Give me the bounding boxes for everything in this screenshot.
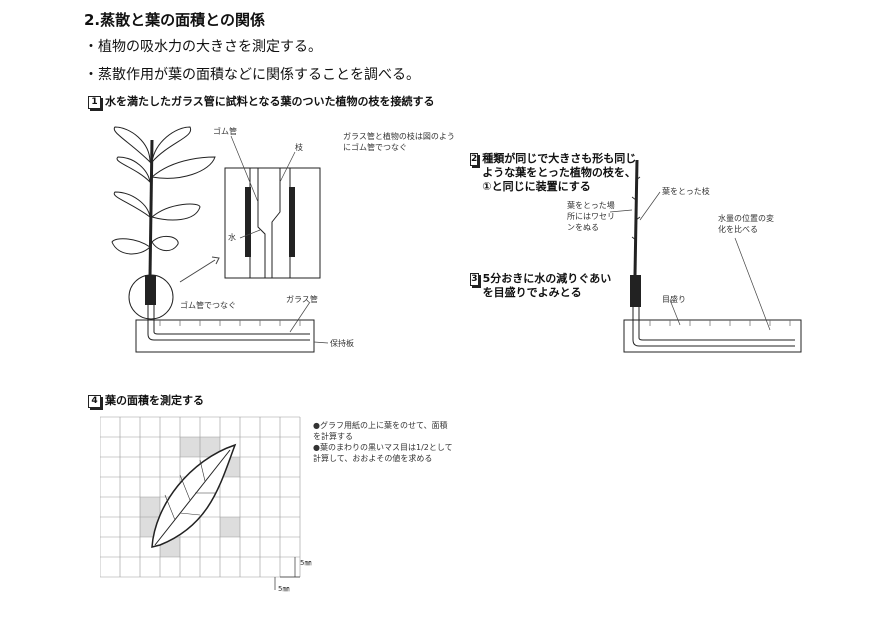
step-1: 1 水を満たしたガラス管に試料となる葉のついた植物の枝を接続する (88, 95, 434, 109)
step-3: 3 5分おきに水の減りぐあいを目盛りでよみとる (470, 272, 620, 300)
step-number: 3 (470, 273, 479, 286)
step-4: 4 葉の面積を測定する (88, 394, 204, 408)
figure-4-grid: 5㎜ 5㎜ (100, 416, 311, 593)
bullet-2: ・蒸散作用が葉の面積などに関係することを調べる。 (84, 67, 420, 83)
step-text: 葉の面積を測定する (105, 394, 204, 407)
page-title: 2.蒸散と葉の面積との関係 (84, 11, 265, 29)
step-number: 1 (88, 96, 101, 109)
label-hojiban: 保持板 (330, 338, 354, 348)
label-water-position: 水量の位置の変化を比べる (718, 214, 774, 234)
figure-4-notes: ●グラフ用紙の上に葉をのせて、面積を計算する ●葉のまわりの黒いマス目は1/2と… (313, 420, 453, 464)
dim-horizontal: 5㎜ (278, 585, 289, 593)
figure-1-note: ガラス管と植物の枝は図のようにゴム管でつなぐ (343, 132, 455, 152)
step-text: 水を満たしたガラス管に試料となる葉のついた植物の枝を接続する (105, 95, 435, 108)
label-eda: 枝 (295, 142, 303, 152)
bullet-1: ・植物の吸水力の大きさを測定する。 (84, 39, 322, 55)
label-leafless-branch: 葉をとった枝 (662, 186, 710, 196)
label-vaseline: 葉をとった場所にはワセリンをぬる (567, 201, 615, 232)
figure-1-apparatus: ゴム管 枝 水 ゴム管でつなぐ ガラス管 保持板 (111, 126, 354, 353)
label-memori: 目盛り (662, 294, 686, 304)
step-number: 4 (88, 395, 101, 408)
step-number: 2 (470, 153, 479, 166)
step-text: 種類が同じで大きさも形も同じような葉をとった植物の枝を、①と同じに装置にする (482, 152, 637, 193)
label-garasukan: ガラス管 (286, 294, 318, 304)
figure-2-apparatus: 葉をとった枝 目盛り (610, 159, 802, 353)
step-2: 2 種類が同じで大きさも形も同じような葉をとった植物の枝を、①と同じに装置にする (470, 152, 640, 194)
label-mizu: 水 (228, 232, 236, 242)
note-2: ●葉のまわりの黒いマス目は1/2として計算して、おおよその値を求める (313, 443, 453, 463)
note-1: ●グラフ用紙の上に葉をのせて、面積を計算する (313, 421, 448, 441)
label-connect: ゴム管でつなぐ (180, 300, 236, 310)
step-text: 5分おきに水の減りぐあいを目盛りでよみとる (482, 272, 612, 299)
dim-vertical: 5㎜ (300, 559, 311, 567)
label-gomukan: ゴム管 (213, 126, 237, 136)
